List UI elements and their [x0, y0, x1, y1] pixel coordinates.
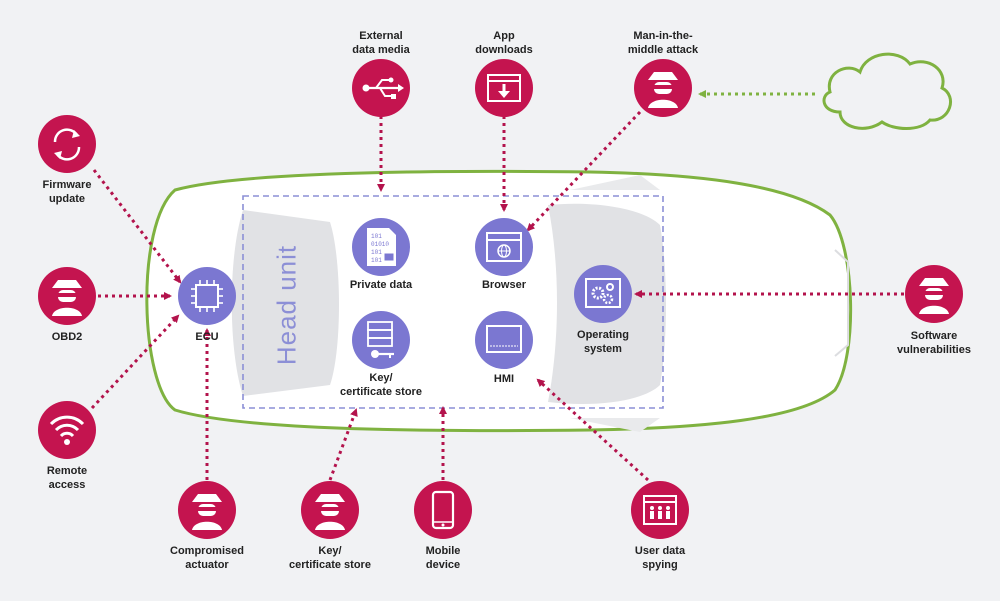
external-media-label: External data media	[352, 30, 410, 56]
arrow-key-store	[328, 408, 358, 481]
mobile-device-label: Mobile device	[425, 545, 461, 571]
hacker-actuator-icon	[178, 481, 236, 539]
wifi-icon	[38, 401, 96, 459]
obd2-label: OBD2	[51, 331, 83, 343]
svg-text:01010: 01010	[371, 241, 389, 248]
software-vuln-label: Software vulnerabilities	[897, 330, 971, 356]
hacker-mitm-icon	[634, 59, 692, 117]
svg-text:101: 101	[371, 257, 382, 264]
key-store-label: Key/ certificate store	[340, 372, 422, 398]
firmware-update-icon	[38, 115, 96, 173]
head-unit-label: Head unit	[271, 244, 302, 366]
key-store-threat-label: Key/ certificate store	[289, 545, 371, 571]
mitm-label: Man-in-the- middle attack	[627, 30, 699, 56]
user-spying-label: User data spying	[634, 545, 686, 571]
operating-system-icon	[574, 265, 632, 323]
usb-icon	[352, 59, 410, 117]
mobile-device-icon	[414, 481, 472, 539]
cloud-icon	[822, 52, 952, 130]
browser-label: Browser	[481, 279, 527, 291]
hmi-icon	[475, 311, 533, 369]
ecu-label: ECU	[195, 331, 219, 343]
car-body	[145, 169, 853, 433]
private-data-label: Private data	[349, 279, 413, 291]
hmi-label: HMI	[493, 373, 515, 385]
app-download-icon	[475, 59, 533, 117]
key-store-icon	[352, 311, 410, 369]
svg-text:101: 101	[371, 233, 382, 240]
app-downloads-label: App downloads	[475, 30, 533, 56]
operating-system-label: Operating system	[577, 329, 629, 355]
private-data-icon: 101 01010 101 101	[352, 218, 410, 276]
firmware-label: Firmware update	[42, 179, 92, 205]
actuator-label: Compromised actuator	[170, 545, 244, 571]
ecu-icon	[178, 267, 236, 325]
arrow-firmware	[92, 169, 182, 284]
remote-access-label: Remote access	[46, 465, 88, 491]
head-unit-box	[242, 195, 664, 409]
user-spying-icon	[631, 481, 689, 539]
hacker-obd2-icon	[38, 267, 96, 325]
svg-text:101: 101	[371, 249, 382, 256]
browser-icon	[475, 218, 533, 276]
hacker-keystore-icon	[301, 481, 359, 539]
arrow-mitm	[526, 110, 642, 232]
hacker-software-icon	[905, 265, 963, 323]
